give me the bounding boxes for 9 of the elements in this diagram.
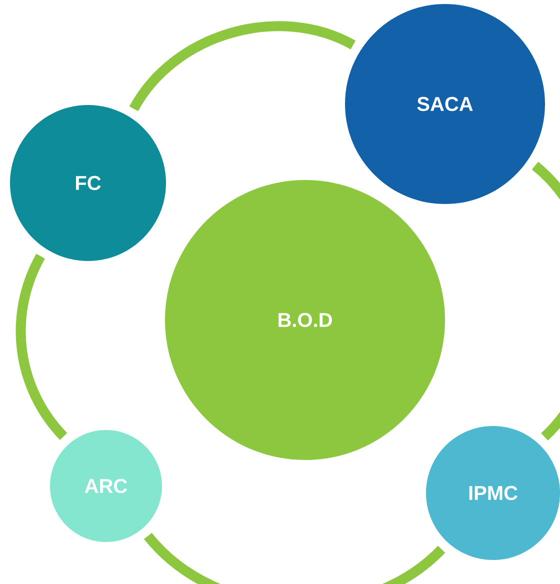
ring-arc [144,532,445,584]
circle-node: ARC [50,430,162,542]
circle-node: B.O.D [165,180,445,460]
ring-arc [130,21,356,112]
circle-node: FC [10,105,166,261]
ring-arc [16,254,68,440]
ring-arc [532,162,560,440]
circle-node: SACA [345,4,545,204]
circle-node: IPMC [426,426,560,560]
